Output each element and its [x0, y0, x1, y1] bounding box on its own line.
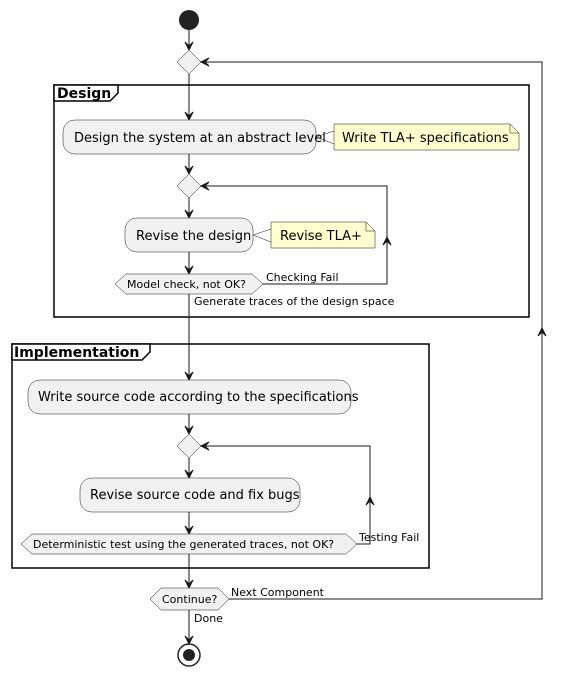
- merge-diamond-outer: [176, 49, 202, 75]
- decision-model-check: Model check, not OK?: [114, 273, 264, 295]
- decision-deterministic-test: Deterministic test using the generated t…: [20, 533, 358, 555]
- decision-model-check-label: Model check, not OK?: [127, 278, 246, 291]
- activity-write-source: Write source code according to the speci…: [27, 379, 359, 415]
- edge-label-next-component: Next Component: [231, 586, 325, 599]
- note-revise-tla: Revise TLA+: [252, 221, 376, 249]
- activity-revise-source: Revise source code and fix bugs: [79, 477, 301, 513]
- note-revise-tla-label: Revise TLA+: [280, 229, 362, 244]
- partition-implementation-title: Implementation: [14, 345, 139, 361]
- end-node: [177, 643, 201, 667]
- decision-continue: Continue?: [149, 587, 230, 611]
- activity-design-abstract: Design the system at an abstract level: [62, 119, 326, 155]
- activity-revise-design: Revise the design: [124, 217, 254, 253]
- start-node: [179, 10, 199, 30]
- edge-label-testing-fail: Testing Fail: [358, 531, 419, 544]
- decision-continue-label: Continue?: [162, 593, 217, 606]
- merge-diamond-design: [176, 173, 202, 199]
- edge-label-done: Done: [194, 612, 223, 625]
- note-write-tla: Write TLA+ specifications: [315, 123, 520, 151]
- activity-design-abstract-label: Design the system at an abstract level: [74, 131, 326, 146]
- activity-revise-design-label: Revise the design: [136, 229, 251, 244]
- partition-design-title: Design: [57, 86, 111, 102]
- edge-label-checking-fail: Checking Fail: [266, 271, 339, 284]
- partition-design: Design: [53, 84, 530, 318]
- edge-label-generate-traces: Generate traces of the design space: [194, 295, 395, 308]
- merge-diamond-implementation: [176, 433, 202, 459]
- activity-write-source-label: Write source code according to the speci…: [38, 390, 359, 405]
- decision-deterministic-test-label: Deterministic test using the generated t…: [33, 538, 334, 551]
- partition-implementation: Implementation: [11, 343, 430, 569]
- note-write-tla-label: Write TLA+ specifications: [342, 131, 509, 146]
- activity-revise-source-label: Revise source code and fix bugs: [90, 488, 300, 503]
